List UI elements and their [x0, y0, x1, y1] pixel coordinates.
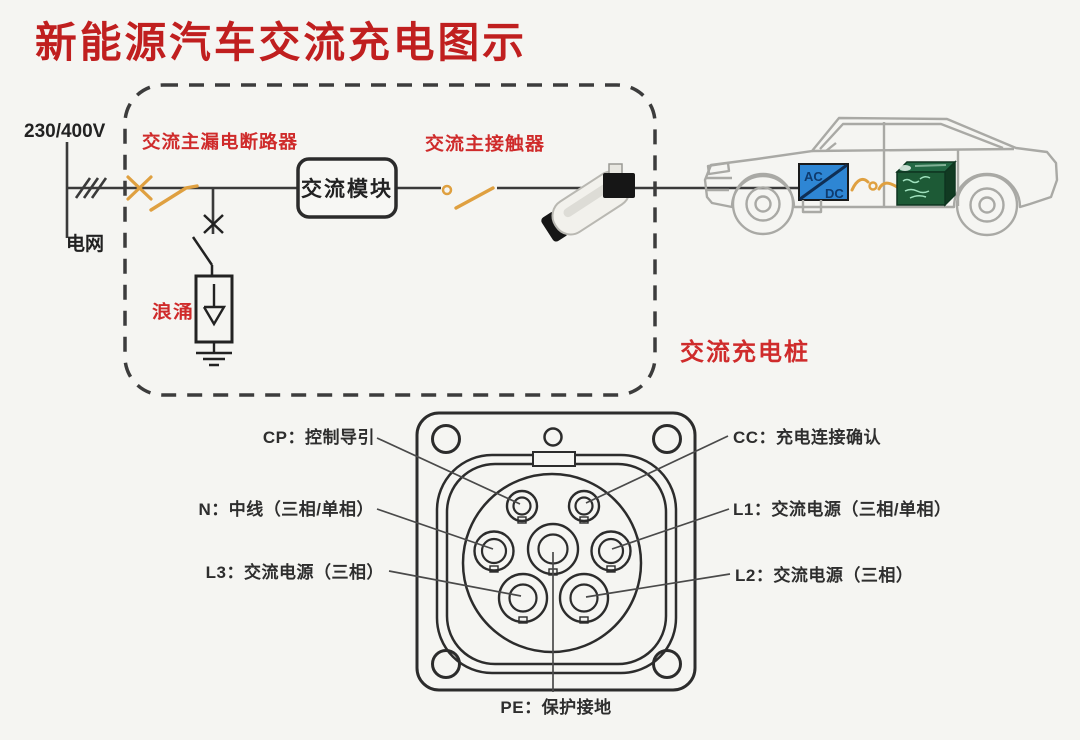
connector-plate: [376, 411, 731, 692]
power-grid-symbol: 230/400V 电网: [24, 121, 108, 255]
car-windows: [819, 122, 1004, 150]
pin-ring-circle: [461, 472, 643, 654]
plug-end-cap: [541, 211, 568, 242]
surge-label: 浪涌: [152, 301, 194, 322]
pin-label-l3: L3：交流电源（三相）: [206, 562, 384, 582]
disconnect-blade-icon: [191, 236, 214, 276]
car-illustration: [703, 116, 1059, 237]
plug-grip-shade: [563, 184, 609, 218]
converter-dc-label: DC: [825, 186, 844, 201]
pin-l1: [590, 530, 632, 573]
surge-branch: 浪涌: [152, 188, 234, 367]
contactor-switch-icon: [441, 184, 495, 210]
pin-label-cc: CC：充电连接确认: [733, 427, 882, 447]
car-wiper: [825, 142, 837, 152]
car-body: [703, 116, 1059, 209]
contactor-label: 交流主接触器: [425, 133, 545, 154]
onboard-relay-icon: [850, 177, 899, 192]
grid-name-label: 电网: [66, 232, 104, 255]
charging-station-dashed-box: [123, 83, 657, 397]
surge-arrow-icon: [202, 284, 227, 327]
breaker-x-icon: [126, 175, 153, 201]
converter-mount: [801, 200, 823, 214]
battery: [895, 160, 957, 207]
ac-module-box: 交流模块: [296, 157, 398, 219]
pin-label-pe: PE：保护接地: [500, 697, 611, 717]
mounting-hole-tl: [431, 424, 461, 454]
keyway-notch: [532, 451, 576, 467]
pin-label-l2: L2：交流电源（三相）: [735, 565, 913, 585]
converter-diagonal: [799, 163, 848, 201]
battery-scribbles: [902, 175, 931, 199]
pin-n: [473, 530, 515, 573]
breaker-label: 交流主漏电断路器: [142, 131, 298, 152]
front-wheel: [731, 172, 795, 236]
pin-cc: [567, 489, 601, 524]
ground-icon: [196, 351, 232, 367]
rear-wheel: [955, 173, 1019, 237]
pin-label-cp: CP：控制导引: [263, 427, 375, 447]
pin-l2: [558, 572, 610, 624]
pin-leader-lines: [376, 435, 731, 692]
car-front-details: [706, 161, 732, 192]
station-label: 交流充电桩: [680, 338, 810, 366]
plug-head: [603, 173, 635, 198]
pin-cp: [505, 489, 539, 524]
pin-label-n: N：中线（三相/单相）: [199, 499, 375, 519]
mounting-hole-tr: [652, 424, 682, 454]
acdc-converter: AC DC: [798, 163, 849, 214]
pilot-hole: [543, 427, 563, 447]
battery-highlight: [899, 165, 911, 171]
breaker-switch-icon: [149, 184, 199, 212]
ac-module-label: 交流模块: [301, 177, 393, 201]
pin-label-l1: L1：交流电源（三相/单相）: [733, 499, 952, 519]
pin-l3: [497, 572, 549, 624]
converter-ac-label: AC: [804, 169, 823, 184]
charging-plug: [541, 163, 635, 242]
disconnect-x-icon: [203, 214, 224, 234]
page-title: 新能源汽车交流充电图示: [35, 19, 527, 66]
grid-voltage-label: 230/400V: [24, 121, 106, 142]
